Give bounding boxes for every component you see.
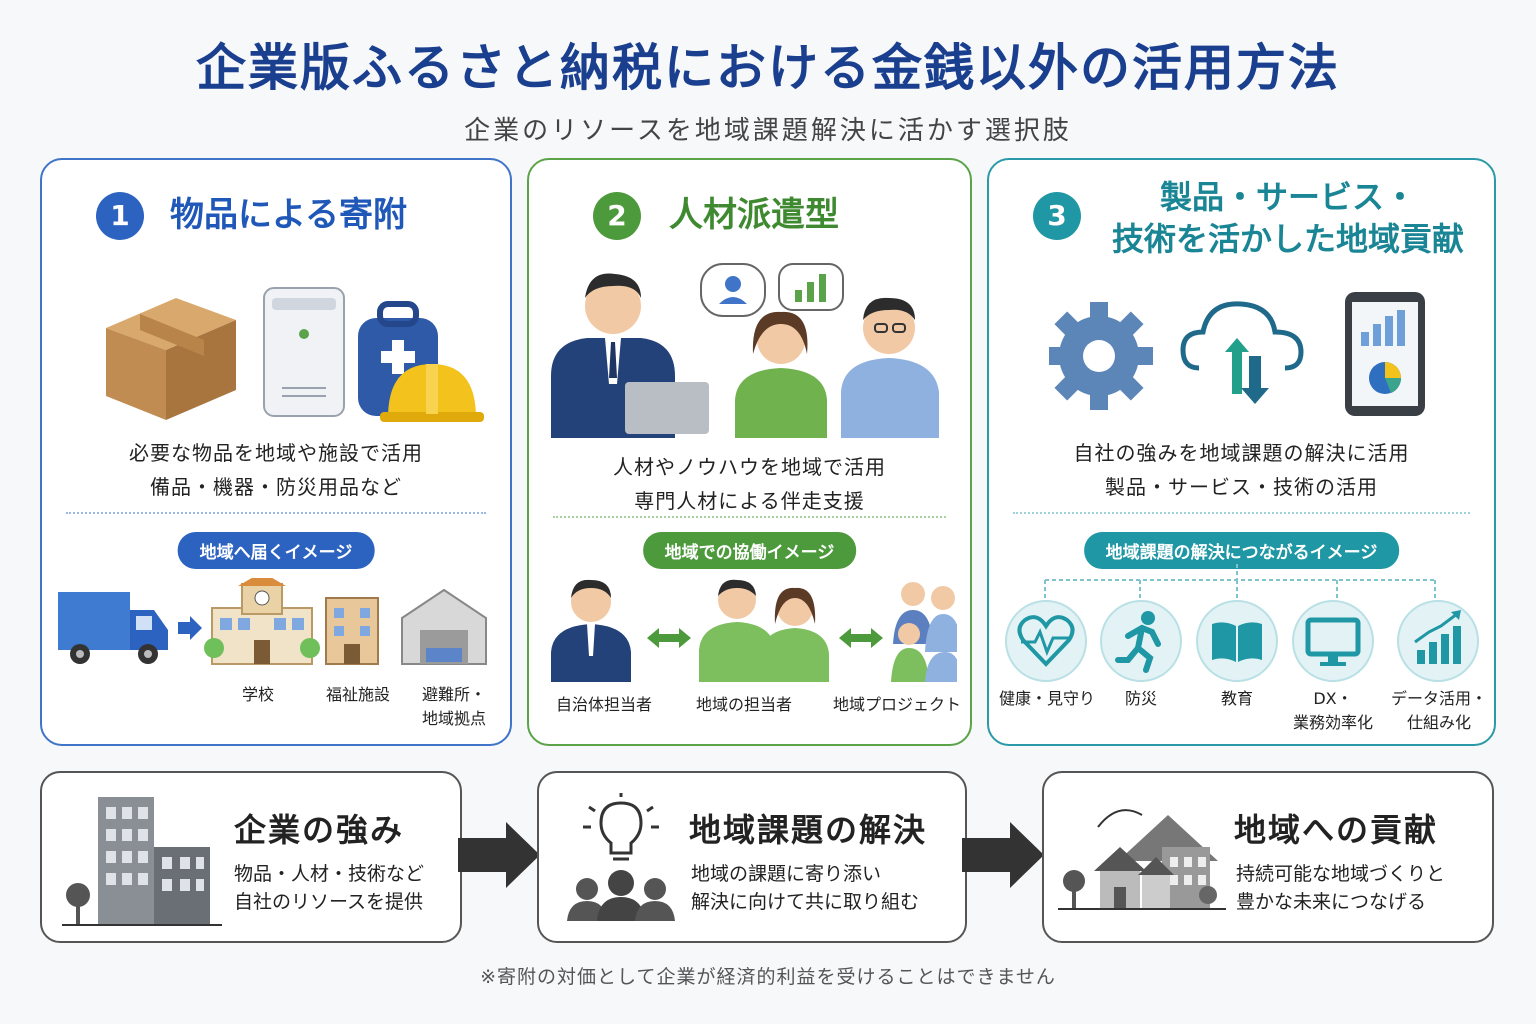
monitor-icon (1305, 617, 1361, 666)
consultation-illustration (551, 263, 939, 438)
municipal-officer-icon (551, 579, 631, 682)
number-badge-3: 3 (1033, 192, 1081, 240)
label-community-base: 地域拠点 (421, 709, 486, 728)
page-subtitle: 企業のリソースを地域課題解決に活かす選択肢 (464, 116, 1072, 146)
evacuation-shelter-icon (401, 588, 487, 665)
man-with-glasses-icon (841, 297, 939, 438)
card-title-line1: 製品・サービス・ (1159, 178, 1416, 216)
disaster-prevention-circle (1100, 600, 1182, 682)
cardboard-box-icon (106, 298, 236, 420)
goods-illustration (106, 287, 484, 422)
health-circle (1005, 600, 1087, 682)
label-shelter: 避難所・ (421, 685, 486, 704)
flow-text-3a: 持続可能な地域づくりと (1236, 863, 1446, 885)
label-systemization: 仕組み化 (1406, 713, 1471, 732)
flow-title-3: 地域への貢献 (1234, 811, 1439, 849)
office-building-icon (62, 797, 222, 926)
label-education: 教育 (1220, 689, 1253, 708)
card-goods-donation: 1 物品による寄附 必要な物品を地域や施設で活用 備品・機器・防災用 (40, 158, 512, 746)
collaboration-illustration (551, 579, 957, 682)
lightbulb-team-icon (567, 793, 675, 921)
label-local-staff: 地域の担当者 (695, 695, 792, 714)
tech-illustration (1049, 292, 1425, 416)
air-purifier-icon (263, 287, 345, 417)
double-arrow-icon-2 (839, 628, 883, 648)
label-local-project: 地域プロジェクト (832, 695, 961, 714)
label-data-use: データ活用・ (1390, 689, 1487, 708)
local-staff-icon (699, 579, 829, 682)
card-desc-line2: 製品・サービス・技術の活用 (1105, 475, 1378, 499)
flow-text-3b: 豊かな未来につなげる (1236, 891, 1427, 913)
dx-circle (1292, 600, 1374, 682)
card-title-line2: 技術を活かした地域貢献 (1111, 220, 1464, 258)
flow-arrow-1-icon (458, 822, 540, 888)
welfare-facility-icon (325, 597, 379, 665)
card-title-products: 製品・サービス・ 技術を活かした地域貢献 (1093, 176, 1483, 260)
flow-arrow-2-icon (962, 822, 1044, 888)
speech-bubble-chart-icon (778, 263, 844, 311)
flow-company-strength: 企業の強み 物品・人材・技術など 自社のリソースを提供 (40, 771, 462, 943)
solution-image-pill: 地域課題の解決につながるイメージ (1083, 532, 1400, 569)
card-desc-line1: 必要な物品を地域や施設で活用 (129, 441, 423, 465)
flow-regional-contribution: 地域への貢献 持続可能な地域づくりと 豊かな未来につなげる (1042, 771, 1494, 943)
divider (66, 512, 486, 514)
delivery-illustration (58, 578, 487, 665)
divider (1013, 512, 1470, 514)
arrow-right-icon (178, 616, 202, 640)
card-desc-line1: 自社の強みを地域課題の解決に活用 (1073, 441, 1410, 465)
label-disaster-prevention: 防災 (1124, 689, 1157, 708)
card-personnel-dispatch: 2 人材派遣型 人材やノ (527, 158, 972, 746)
card-products-services: 3 製品・サービス・ 技術を活かした地域貢献 (987, 158, 1496, 746)
label-health: 健康・見守り (998, 689, 1095, 708)
label-dx: DX・ (1313, 689, 1353, 708)
number-badge-1: 1 (96, 192, 144, 240)
double-arrow-icon (647, 628, 691, 648)
school-icon (204, 578, 320, 665)
heart-pulse-icon (1017, 615, 1075, 667)
running-person-icon (1115, 611, 1161, 673)
footnote: ※寄附の対価として企業が経済的利益を受けることはできません (480, 966, 1056, 988)
woman-icon (735, 311, 827, 438)
project-group-icon (891, 582, 957, 682)
label-efficiency: 業務効率化 (1292, 713, 1373, 732)
card-desc-line1: 人材やノウハウを地域で活用 (613, 455, 886, 479)
flow-regional-issues: 地域課題の解決 地域の課題に寄り添い 解決に向けて共に取り組む (537, 771, 967, 943)
connector-lines (1044, 564, 1436, 600)
flow-title-2: 地域課題の解決 (689, 811, 928, 849)
safety-helmet-icon (380, 364, 484, 422)
tablet-analytics-icon (1345, 292, 1425, 416)
page-title: 企業版ふるさと納税における金銭以外の活用方法 (196, 39, 1340, 97)
label-welfare: 福祉施設 (325, 685, 390, 704)
card-title-personnel: 人材派遣型 (669, 195, 839, 235)
truck-icon (58, 592, 168, 664)
card-title-goods: 物品による寄附 (170, 195, 407, 235)
card-desc-line2: 備品・機器・防災用品など (150, 475, 402, 499)
divider (553, 516, 946, 518)
cloud-sync-icon (1180, 301, 1304, 404)
label-municipal-officer: 自治体担当者 (555, 695, 652, 714)
gear-icon (1049, 302, 1153, 410)
flow-text-2b: 解決に向けて共に取り組む (691, 891, 920, 913)
flow-text-2a: 地域の課題に寄り添い (691, 863, 882, 885)
label-school: 学校 (241, 685, 274, 704)
town-icon (1058, 809, 1226, 910)
flow-text-1b: 自社のリソースを提供 (234, 891, 424, 913)
speech-bubble-person-icon (700, 263, 766, 317)
delivery-image-pill: 地域へ届くイメージ (177, 532, 375, 569)
book-icon (1212, 622, 1262, 662)
data-circle (1397, 600, 1479, 682)
education-circle (1196, 600, 1278, 682)
number-badge-2: 2 (593, 192, 641, 240)
man-with-laptop-icon (551, 273, 709, 438)
card-desc-line2: 専門人材による伴走支援 (634, 489, 865, 513)
flow-text-1a: 物品・人材・技術など (234, 863, 425, 885)
bar-chart-growth-icon (1414, 610, 1461, 664)
collaboration-image-pill: 地域での協働イメージ (642, 532, 857, 569)
flow-title-1: 企業の強み (234, 811, 405, 849)
